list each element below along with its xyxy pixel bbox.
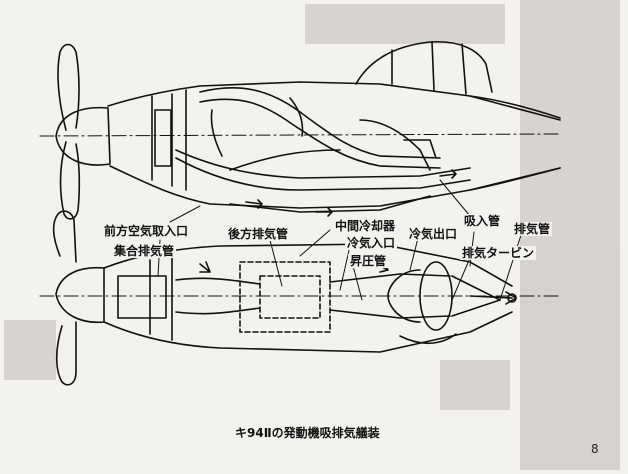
figure-caption: キ94Ⅱの発動機吸排気艤装: [232, 424, 383, 441]
label-cooling-air-outlet: 冷気出口: [407, 227, 460, 241]
propeller-lower-blade: [59, 141, 81, 220]
lower-scoop: [229, 195, 431, 213]
exhaust-turbine-shape: [419, 261, 453, 331]
page-number: 8: [591, 442, 599, 456]
plan-propeller-upper: [52, 210, 77, 263]
fuselage-upper: [107, 81, 561, 121]
plan-propeller-lower: [55, 321, 77, 386]
label-riser-pipe: 昇圧管: [348, 254, 389, 268]
side-view: [39, 40, 561, 220]
canopy: [355, 40, 493, 93]
plan-spinner: [55, 266, 105, 324]
label-cooling-air-inlet: 冷気入口: [345, 236, 398, 250]
label-exhaust-turbine: 排気タービン: [460, 246, 537, 260]
label-exhaust-pipe: 排気管: [512, 222, 553, 236]
plan-outline-lower: [103, 311, 513, 353]
plan-outline-upper: [103, 243, 513, 287]
plan-view: [39, 179, 561, 386]
intake-duct: [175, 149, 471, 179]
label-intercooler: 中間冷却器: [333, 219, 398, 233]
spinner: [55, 106, 111, 166]
exhaust-duct: [199, 86, 441, 159]
background-text-blocks: [4, 0, 620, 470]
label-rear-exhaust: 後方排気管: [226, 227, 291, 241]
propeller-upper-blade: [57, 43, 80, 131]
label-front-air-intake: 前方空気取入口: [102, 224, 191, 238]
side-centerline: [39, 133, 561, 137]
label-intake-pipe: 吸入管: [462, 214, 503, 228]
engine-cowling: [151, 89, 187, 191]
label-collector-exhaust: 集合排気管: [112, 244, 177, 258]
fuselage-lower: [109, 165, 561, 209]
